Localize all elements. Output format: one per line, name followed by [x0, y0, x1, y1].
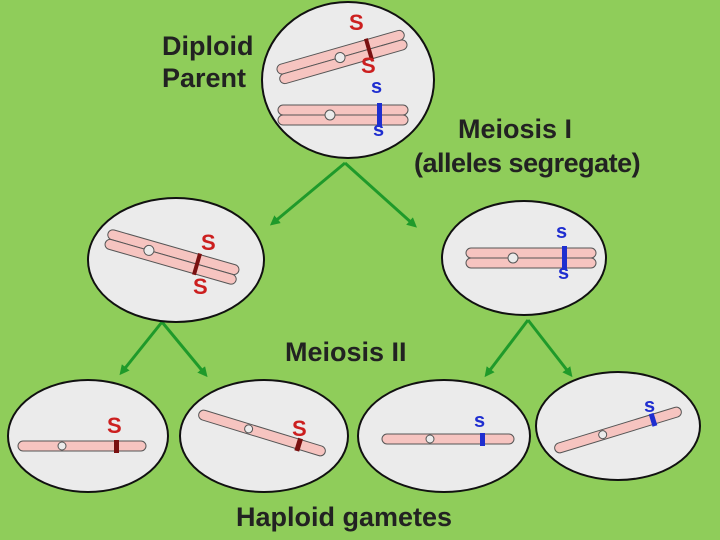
meiosis1-cell-right: s s	[441, 200, 607, 316]
arrow-parent-to-right-cell	[343, 161, 417, 228]
meiosis1-right-chromosome-pair	[465, 246, 597, 270]
gamete-1-chromosome	[17, 440, 147, 452]
allele-label-s-right-bottom: s	[558, 262, 569, 284]
meiosis1-cell-left: S S	[87, 197, 265, 323]
allele-label-S-top: S	[349, 10, 364, 35]
gamete-2-chromosome	[198, 409, 326, 457]
parent-chromosome-pair-recessive	[277, 103, 409, 127]
meiosis1-left-chromosome-pair	[104, 229, 240, 285]
label-diploid-line1: Diploid	[162, 31, 254, 61]
arrow-left-cell-to-gamete-2	[160, 321, 208, 378]
allele-label-s-gamete-3: s	[474, 410, 485, 432]
arrows	[119, 161, 573, 378]
label-alleles-segregate: (alleles segregate)	[414, 148, 641, 178]
allele-label-S-gamete-2: S	[292, 416, 307, 441]
allele-label-s-bottom: s	[373, 119, 384, 141]
allele-label-S-bottom: S	[361, 53, 376, 78]
allele-label-s-gamete-4: s	[644, 395, 655, 417]
label-meiosis-2: Meiosis II	[285, 337, 407, 367]
label-meiosis-1: Meiosis I	[458, 114, 573, 144]
arrow-right-cell-to-gamete-3	[484, 319, 530, 378]
gamete-cell-3: s	[357, 379, 531, 493]
arrow-left-cell-to-gamete-1	[119, 321, 164, 376]
parent-cell: S S s s	[261, 1, 435, 159]
allele-label-S-left-bottom: S	[193, 274, 208, 299]
gamete-cell-2: S	[179, 379, 349, 493]
allele-label-s-right-top: s	[556, 221, 567, 243]
allele-label-S-left-top: S	[201, 230, 216, 255]
allele-label-S-gamete-1: S	[107, 413, 122, 438]
gamete-4-chromosome	[554, 406, 682, 454]
label-haploid-gametes: Haploid gametes	[236, 502, 453, 532]
arrow-parent-to-left-cell	[269, 161, 346, 226]
parent-chromosome-pair-dominant	[276, 29, 408, 85]
gamete-cell-4: s	[535, 371, 701, 481]
gamete-cell-1: S	[7, 379, 169, 493]
arrow-right-cell-to-gamete-4	[526, 319, 573, 378]
gamete-3-chromosome	[381, 433, 515, 445]
allele-label-s-top: s	[371, 76, 382, 98]
label-diploid-parent: Diploid Parent	[162, 30, 253, 94]
label-parent-line2: Parent	[162, 63, 247, 93]
